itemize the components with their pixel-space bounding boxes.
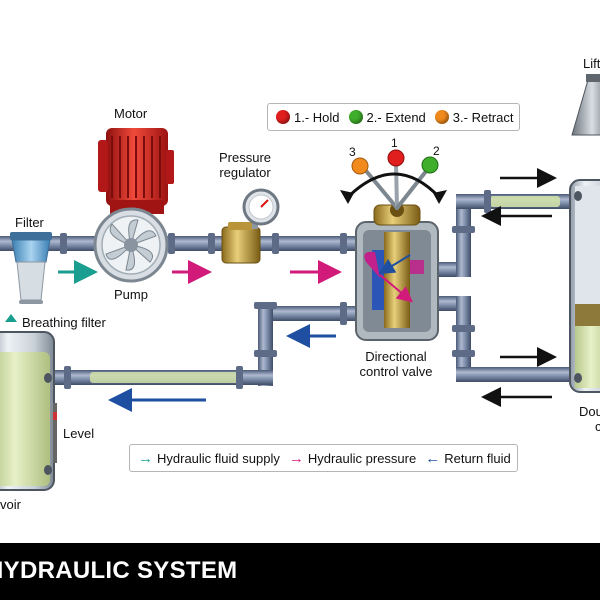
pressure-regulator-label: Pressure regulator <box>210 150 280 181</box>
teal-arrow-icon: → <box>138 449 153 467</box>
key-item-extend: 2.- Extend <box>348 109 426 125</box>
key-item-retract-label: 3.- Retract <box>452 109 514 125</box>
return-pipe <box>55 302 358 389</box>
lift-platform <box>571 74 600 136</box>
legend-item-return-label: Return fluid <box>444 450 511 466</box>
blue-arrow-icon: ← <box>425 449 441 467</box>
legend-item-pressure: → Hydraulic pressure <box>289 450 416 467</box>
filter-label: Filter <box>15 215 44 230</box>
magenta-arrow-icon: → <box>288 449 304 467</box>
lever-number-3: 3 <box>349 145 356 159</box>
key-item-hold: 1.- Hold <box>276 110 340 125</box>
breathing-filter-label: Breathing filter <box>22 315 106 330</box>
key-item-extend-label: 2.- Extend <box>366 109 426 125</box>
lever-number-1: 1 <box>391 136 398 150</box>
cylinder-pipes <box>435 190 581 382</box>
retract-dot-icon <box>434 110 449 124</box>
page-title: HYDRAULIC SYSTEM <box>0 557 238 584</box>
cylinder-label-line1: Dou <box>579 404 600 419</box>
directional-valve-label: Directional control valve <box>346 349 446 380</box>
directional-valve-label-line1: Directional <box>365 349 427 364</box>
cylinder-label: Dou c <box>579 404 600 435</box>
supply-pipe <box>0 233 360 254</box>
lift-label: Lift <box>583 56 600 71</box>
level-label: Level <box>63 426 95 441</box>
reservoir-label: voir <box>0 497 21 512</box>
cylinder-label-line2: c <box>595 418 600 434</box>
pressure-regulator-label-line2: regulator <box>219 164 271 180</box>
legend-item-pressure-label: Hydraulic pressure <box>307 450 417 466</box>
directional-valve-label-line2: control valve <box>359 363 433 379</box>
flow-arrows <box>5 168 557 412</box>
key-item-hold-label: 1.- Hold <box>294 109 340 125</box>
filter-unit <box>10 232 52 304</box>
legend-item-return: ← Return fluid <box>425 450 510 467</box>
hold-dot-icon <box>276 110 290 124</box>
pump <box>93 207 169 283</box>
legend-item-supply: → Hydraulic fluid supply <box>138 450 280 467</box>
title-banner: HYDRAULIC SYSTEM <box>0 543 600 600</box>
extend-dot-icon <box>348 110 363 124</box>
flow-legend: → Hydraulic fluid supply → Hydraulic pre… <box>129 444 518 472</box>
legend-item-supply-label: Hydraulic fluid supply <box>157 450 280 466</box>
double-acting-cylinder <box>569 179 600 393</box>
pressure-regulator-label-line1: Pressure <box>218 150 272 165</box>
reservoir-tank <box>0 331 57 491</box>
directional-control-valve <box>340 149 447 341</box>
motor-label: Motor <box>114 106 148 121</box>
lever-number-2: 2 <box>433 144 440 158</box>
valve-position-key: 1.- Hold 2.- Extend 3.- Retract <box>267 103 521 131</box>
pressure-regulator <box>221 188 280 264</box>
pump-label: Pump <box>114 287 148 302</box>
key-item-retract: 3.- Retract <box>434 109 514 125</box>
